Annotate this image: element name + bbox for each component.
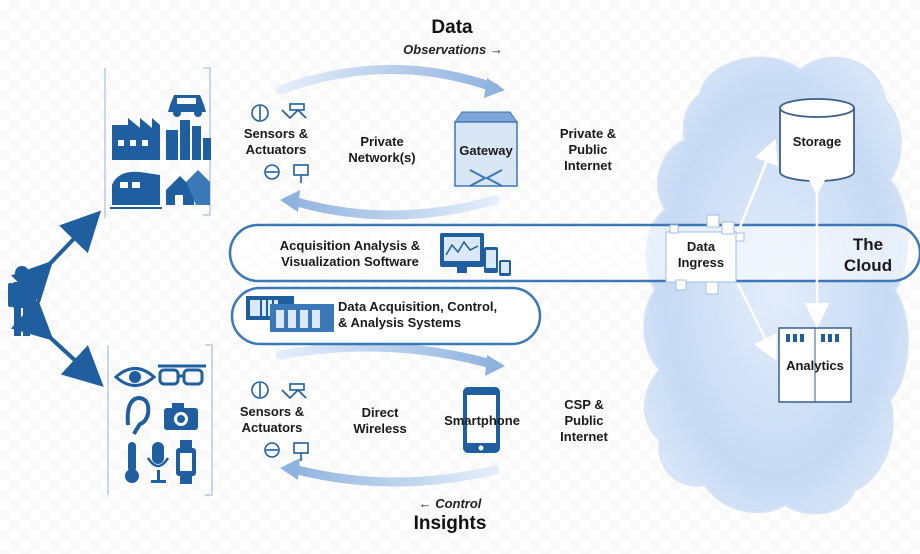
person-to-environment-arrow bbox=[10, 210, 102, 304]
person-icon bbox=[8, 266, 36, 336]
thermometer-icon bbox=[125, 442, 139, 483]
storage-label: Storage bbox=[792, 134, 842, 149]
data-ingress-blocks bbox=[665, 214, 745, 295]
software-screens-icon bbox=[440, 233, 511, 276]
bottom-group-bracket bbox=[107, 344, 213, 496]
daq-hardware-icon bbox=[246, 296, 334, 332]
train-icon bbox=[110, 171, 162, 209]
sensors-actuators-label-top: Sensors &Actuators bbox=[243, 126, 309, 157]
analytics-server-icon bbox=[778, 327, 852, 403]
sensor-actuator-icon-top bbox=[251, 103, 309, 183]
houses-icon bbox=[166, 170, 210, 205]
factory-icon bbox=[112, 118, 160, 160]
software-band bbox=[228, 223, 920, 283]
gateway-label: Gateway bbox=[459, 143, 513, 158]
insights-title: Insights bbox=[413, 513, 487, 534]
acquisition-software-label: Acquisition Analysis &Visualization Soft… bbox=[279, 238, 421, 269]
person-to-senses-arrow bbox=[10, 299, 104, 387]
car-icon bbox=[168, 95, 206, 117]
control-subtitle: ← Control bbox=[418, 496, 482, 511]
observations-subtitle: Observations → bbox=[403, 42, 503, 57]
ear-icon bbox=[125, 395, 151, 435]
observation-flow-arrows-top bbox=[275, 65, 505, 220]
smartphone-label: Smartphone bbox=[444, 413, 520, 428]
smartphone-icon bbox=[463, 387, 500, 453]
microphone-icon bbox=[146, 442, 170, 483]
daq-systems-label: Data Acquisition, Control,& Analysis Sys… bbox=[338, 299, 498, 330]
smartwatch-icon bbox=[176, 440, 196, 484]
eye-icon bbox=[113, 367, 157, 387]
smart-glasses-icon bbox=[158, 364, 206, 386]
city-buildings-icon bbox=[166, 120, 211, 160]
cloud-connection-arrows bbox=[736, 138, 830, 361]
sensor-actuator-icon-bottom bbox=[251, 381, 309, 461]
analytics-label: Analytics bbox=[786, 358, 844, 373]
gateway-icon bbox=[454, 111, 518, 187]
sensors-actuators-label-bottom: Sensors &Actuators bbox=[239, 404, 305, 435]
control-flow-arrows-bottom bbox=[275, 342, 505, 487]
camera-icon bbox=[164, 403, 198, 430]
data-title: Data bbox=[431, 17, 473, 38]
